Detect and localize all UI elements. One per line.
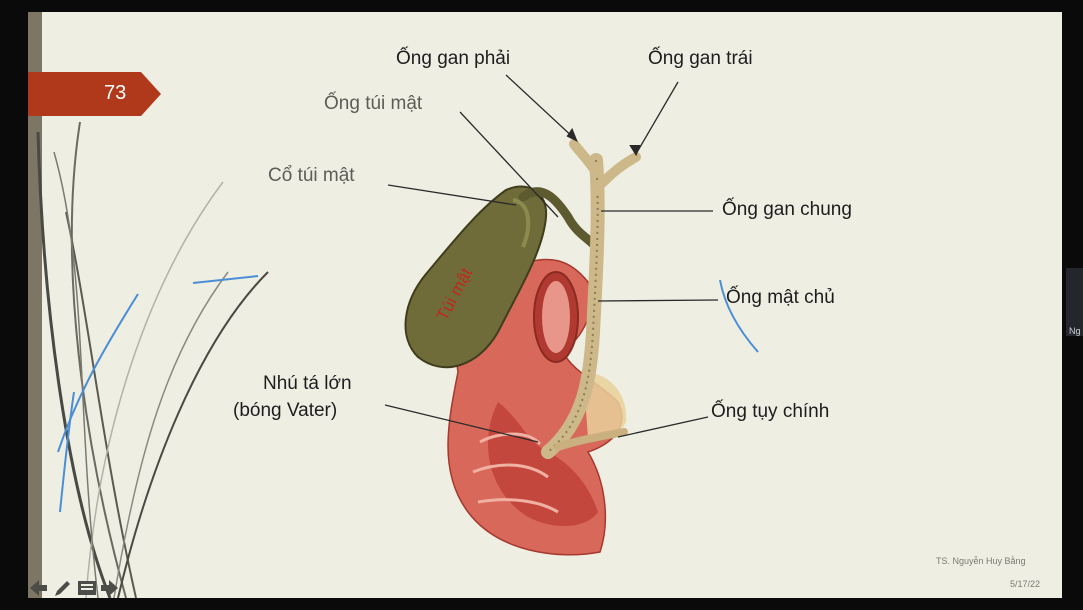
label-major-papilla-line2: (bóng Vater) — [233, 400, 338, 421]
label-main-pancreatic-duct: Ống tụy chính — [711, 401, 830, 422]
slide-author: TS. Nguyễn Huy Bằng — [936, 556, 1026, 566]
side-panel-text: Ng — [1069, 326, 1081, 336]
label-right-hepatic-duct: Ống gan phải — [396, 48, 511, 69]
ink-annotation-right — [719, 279, 759, 353]
slide-number: 73 — [104, 82, 127, 104]
ink-annotation-left — [57, 275, 259, 513]
label-left-hepatic-duct: Ống gan trái — [648, 48, 753, 69]
side-participant-panel[interactable]: Ng — [1066, 268, 1083, 336]
pen-icon[interactable] — [52, 577, 74, 598]
leader-lines — [384, 74, 719, 443]
decorative-curves — [36, 121, 269, 598]
label-gallbladder-neck: Cổ túi mật — [268, 165, 355, 186]
biliary-anatomy-illustration: Túi mật — [384, 74, 759, 556]
label-common-hepatic-duct: Ống gan chung — [722, 199, 852, 220]
slide-date: 5/17/22 — [1010, 579, 1041, 589]
gallbladder — [404, 185, 548, 369]
next-arrow-icon[interactable] — [98, 577, 120, 598]
label-cystic-duct: Ống túi mật — [324, 93, 423, 114]
slideshow-toolbar — [28, 577, 123, 598]
previous-arrow-icon[interactable] — [28, 577, 50, 598]
slides-menu-icon[interactable] — [76, 577, 98, 598]
slide-number-tab: 73 — [28, 72, 161, 116]
common-bile-duct — [541, 153, 605, 459]
label-common-bile-duct: Ống mật chủ — [726, 287, 835, 308]
label-major-papilla-line1: Nhú tá lớn — [263, 373, 352, 394]
slide: 73 Túi mật — [28, 12, 1062, 598]
